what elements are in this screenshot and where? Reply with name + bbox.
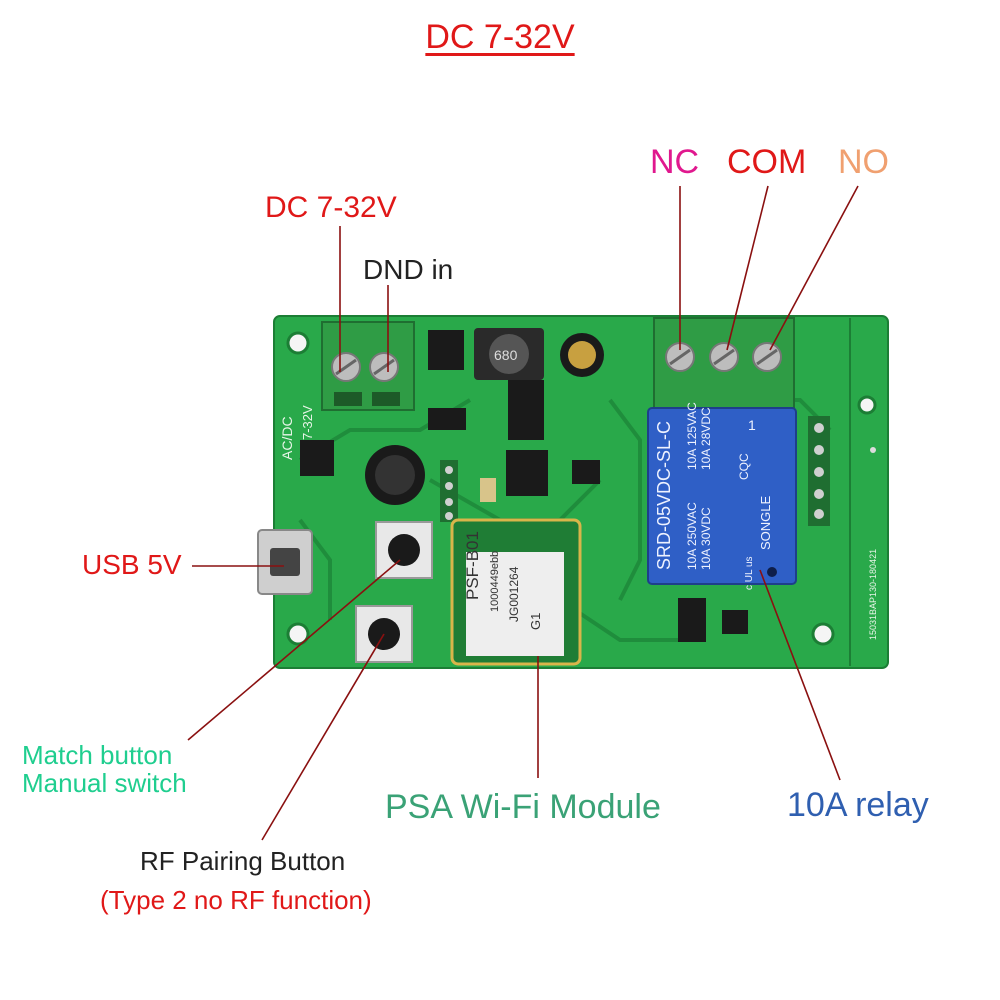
pointer-com bbox=[726, 185, 769, 351]
com-label: COM bbox=[727, 143, 807, 181]
acdc-silkscreen: AC/DC bbox=[279, 416, 295, 460]
relay-brand-text: SONGLE bbox=[758, 495, 773, 550]
pointer-rf bbox=[261, 633, 385, 841]
wifi-module-label: PSA Wi-Fi Module bbox=[385, 788, 661, 826]
relay-line2-text: 10A 30VDC bbox=[699, 507, 713, 570]
relay-cqc-text: CQC bbox=[737, 453, 751, 480]
dc-input-label: DC 7-32V bbox=[265, 191, 397, 224]
pointer-lines bbox=[187, 185, 859, 841]
manual-switch-label: Manual switch bbox=[22, 768, 187, 798]
relay-ul-text: c UL us bbox=[744, 556, 755, 590]
relay-pin-text: 1 bbox=[748, 417, 756, 433]
voltage-silkscreen: 7-32V bbox=[300, 405, 315, 440]
input-terminal-block bbox=[321, 321, 415, 411]
module-code2-text: JG001264 bbox=[507, 566, 521, 622]
module-name-text: PSF-B01 bbox=[463, 531, 482, 600]
inductor-text: 680 bbox=[494, 347, 518, 363]
nc-label: NC bbox=[650, 143, 700, 181]
usb-port bbox=[257, 529, 313, 595]
components: 680 bbox=[300, 328, 830, 642]
module-code1-text: 1000449ebb bbox=[489, 551, 501, 612]
pointer-match bbox=[187, 559, 401, 741]
side-code-silkscreen: 15031BAP130-180421 bbox=[868, 549, 878, 640]
relay-component: SRD-05VDC-SL-C 10A 250VAC 10A 30VDC 10A … bbox=[647, 402, 797, 590]
module-code3-text: G1 bbox=[528, 613, 543, 630]
rf-note-label: (Type 2 no RF function) bbox=[100, 885, 372, 915]
wifi-module: PSF-B01 1000449ebb JG001264 G1 bbox=[450, 518, 582, 666]
relay-line1-text: 10A 250VAC bbox=[685, 502, 699, 570]
no-label: NO bbox=[838, 143, 889, 181]
page-title: DC 7-32V bbox=[425, 18, 575, 56]
relay-line3-text: 10A 125VAC bbox=[685, 402, 699, 470]
match-button-label: Match button bbox=[22, 740, 173, 770]
gnd-in-label: DND in bbox=[363, 254, 454, 285]
usb-label: USB 5V bbox=[82, 549, 182, 580]
relay-line4-text: 10A 28VDC bbox=[699, 407, 713, 470]
pointer-no bbox=[769, 185, 859, 351]
tact-buttons bbox=[355, 521, 433, 663]
relay-model-text: SRD-05VDC-SL-C bbox=[654, 421, 674, 570]
pointer-relay bbox=[759, 569, 841, 781]
output-terminal-block bbox=[653, 317, 795, 409]
rf-pairing-label: RF Pairing Button bbox=[140, 846, 346, 876]
relay-label: 10A relay bbox=[787, 786, 929, 824]
